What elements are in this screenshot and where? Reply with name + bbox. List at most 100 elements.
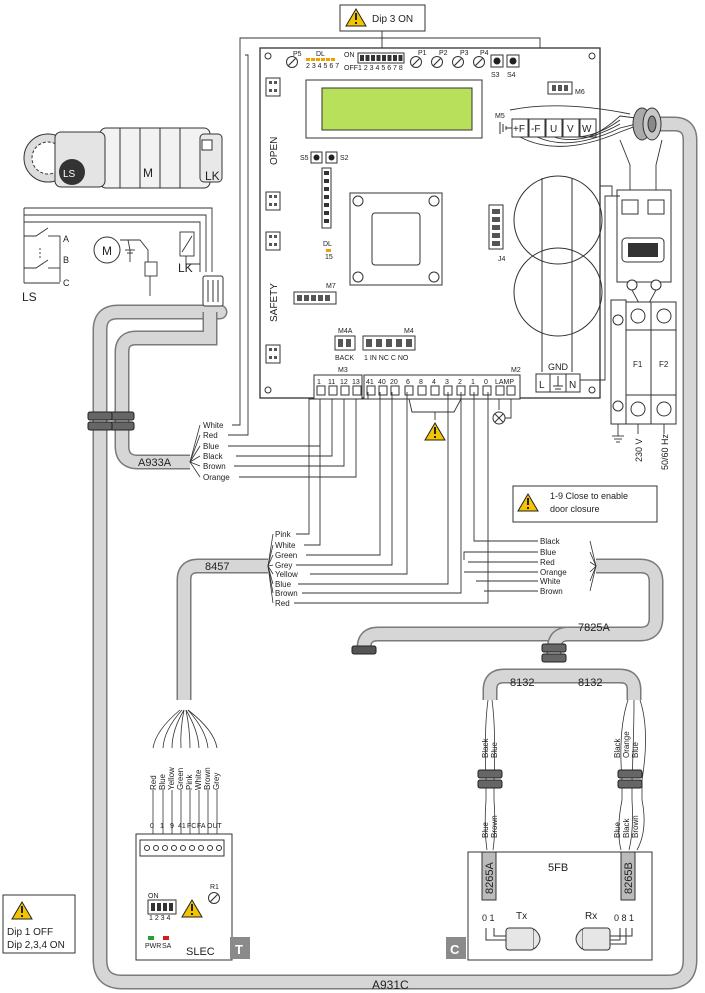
slec-wire-pink: Pink [185, 773, 194, 790]
slec-term-fa: FA [197, 823, 206, 830]
cable-8457 [176, 558, 268, 700]
fb-right-top-blue: Blue [631, 741, 640, 758]
f1-label: F1 [633, 360, 643, 369]
fb-right-top-black: Black [613, 737, 622, 758]
8457-wire-brown: Brown [275, 589, 298, 598]
slec-term-out: OUT [207, 823, 223, 830]
m2-term-0: 0 [484, 379, 488, 386]
s2-label: S2 [340, 155, 349, 162]
brake-symbol [179, 231, 200, 265]
trimmer-p4[interactable] [472, 55, 486, 69]
dip-off-label: OFF [344, 65, 358, 72]
m3-term-11: 11 [328, 379, 335, 386]
a933a-wire-brown: Brown [203, 462, 226, 471]
fb-right-bottom-brown: Brown [631, 815, 640, 838]
fb-right-bottom-blue: Blue [613, 821, 622, 838]
j4-label: J4 [498, 256, 506, 263]
dl-numbers: 2 3 4 5 6 7 [306, 63, 339, 70]
a933a-wire-orange: Orange [203, 473, 230, 482]
fb-left-terms: 0 1 [482, 913, 495, 923]
open-label: OPEN [269, 137, 280, 165]
dip-switch-block[interactable] [357, 52, 405, 64]
m5-wires [509, 105, 637, 147]
pin-header [321, 167, 332, 229]
8457-wire-grey: Grey [275, 561, 292, 570]
slec-dip-numbers: 1 2 3 4 [149, 915, 171, 922]
door-note-line2: door closure [550, 504, 600, 514]
dip-note-box [2, 894, 76, 954]
dl-leds [306, 58, 335, 61]
cable-7825a [351, 558, 664, 663]
tx-label: Tx [516, 911, 527, 922]
slec-on-label: ON [148, 893, 159, 900]
slec-wire-grey: Grey [212, 773, 221, 790]
badge-t [230, 937, 250, 959]
rx-label: Rx [585, 911, 597, 922]
m5-label: M5 [495, 113, 505, 120]
m4-label: M4 [404, 328, 414, 335]
fb-left-top-black: Black [481, 737, 490, 758]
dip-note-line1: Dip 1 OFF [7, 927, 53, 938]
dip-note-line2: Dip 2,3,4 ON [7, 940, 65, 951]
p2-label: P2 [439, 50, 448, 57]
fb-left-bottom-blue: Blue [481, 821, 490, 838]
f2-label: F2 [659, 360, 669, 369]
multi-pin-connector [202, 275, 224, 307]
safety-label: SAFETY [269, 283, 280, 322]
m3-term-13: 13 [352, 379, 360, 386]
a931c-label: A931C [372, 978, 409, 992]
connector-3 [265, 231, 281, 251]
slec-wire-red: Red [149, 775, 158, 790]
j4-connector [488, 204, 504, 250]
m2-term-40: 40 [378, 379, 386, 386]
m4-terminals: 1 IN NC C NO [364, 355, 409, 362]
l-label: L [539, 380, 545, 391]
back-label: BACK [335, 355, 354, 362]
8457-wire-yellow: Yellow [275, 570, 298, 579]
slec-term-fc: FC [187, 823, 196, 830]
slec-wire-white: White [194, 769, 203, 790]
7825a-wire-brown: Brown [540, 587, 563, 596]
m7-label: M7 [326, 283, 336, 290]
transformer [513, 175, 603, 372]
motor-lk-label: LK [205, 169, 220, 183]
8457-wire-pink: Pink [275, 530, 292, 539]
slec-term-9: 9 [170, 823, 174, 830]
fb-right-terms: 0 8 1 [614, 913, 634, 923]
slec-wires [152, 709, 218, 834]
trimmer-p1[interactable] [409, 55, 423, 69]
r1-trimmer[interactable] [207, 891, 221, 905]
m2-term-2: 2 [458, 379, 462, 386]
voltage-label: 230 V [634, 438, 644, 462]
m2-term-20: 20 [390, 379, 398, 386]
m5-term-plus-f: +F [513, 124, 525, 135]
7825a-label: 7825A [578, 622, 610, 634]
slec-wire-yellow: Yellow [167, 767, 176, 790]
sa-label: SA [162, 943, 172, 950]
p3-label: P3 [460, 50, 469, 57]
8457-label: 8457 [205, 561, 229, 573]
cable-a931c [92, 116, 698, 990]
a933a-wire-blue: Blue [203, 442, 220, 451]
frequency-label: 50/60 Hz [660, 433, 670, 470]
m3-term-1: 1 [317, 379, 321, 386]
5fb-label: 5FB [548, 862, 568, 874]
switch-c-label: C [63, 278, 70, 288]
dl15-number: 15 [325, 254, 333, 261]
m2-label: M2 [511, 367, 521, 374]
processor-chip [349, 192, 443, 286]
motor-symbol-wires [120, 239, 158, 296]
gear-motor [23, 127, 223, 189]
mains-terminal-f1-f2 [610, 299, 677, 425]
switch-a-label: A [63, 234, 69, 244]
m5-term-u: U [550, 124, 557, 135]
trimmer-p2[interactable] [430, 55, 444, 69]
8132-left-label: 8132 [510, 677, 534, 689]
slec-label: SLEC [186, 946, 215, 958]
7825a-fan-lines [589, 540, 597, 592]
trimmer-p3[interactable] [451, 55, 465, 69]
dip-numbers: 1 2 3 4 5 6 7 8 [358, 65, 403, 72]
dip-on-label: ON [344, 52, 355, 59]
p5-label: P5 [293, 51, 302, 58]
motor-m-label: M [143, 166, 153, 180]
